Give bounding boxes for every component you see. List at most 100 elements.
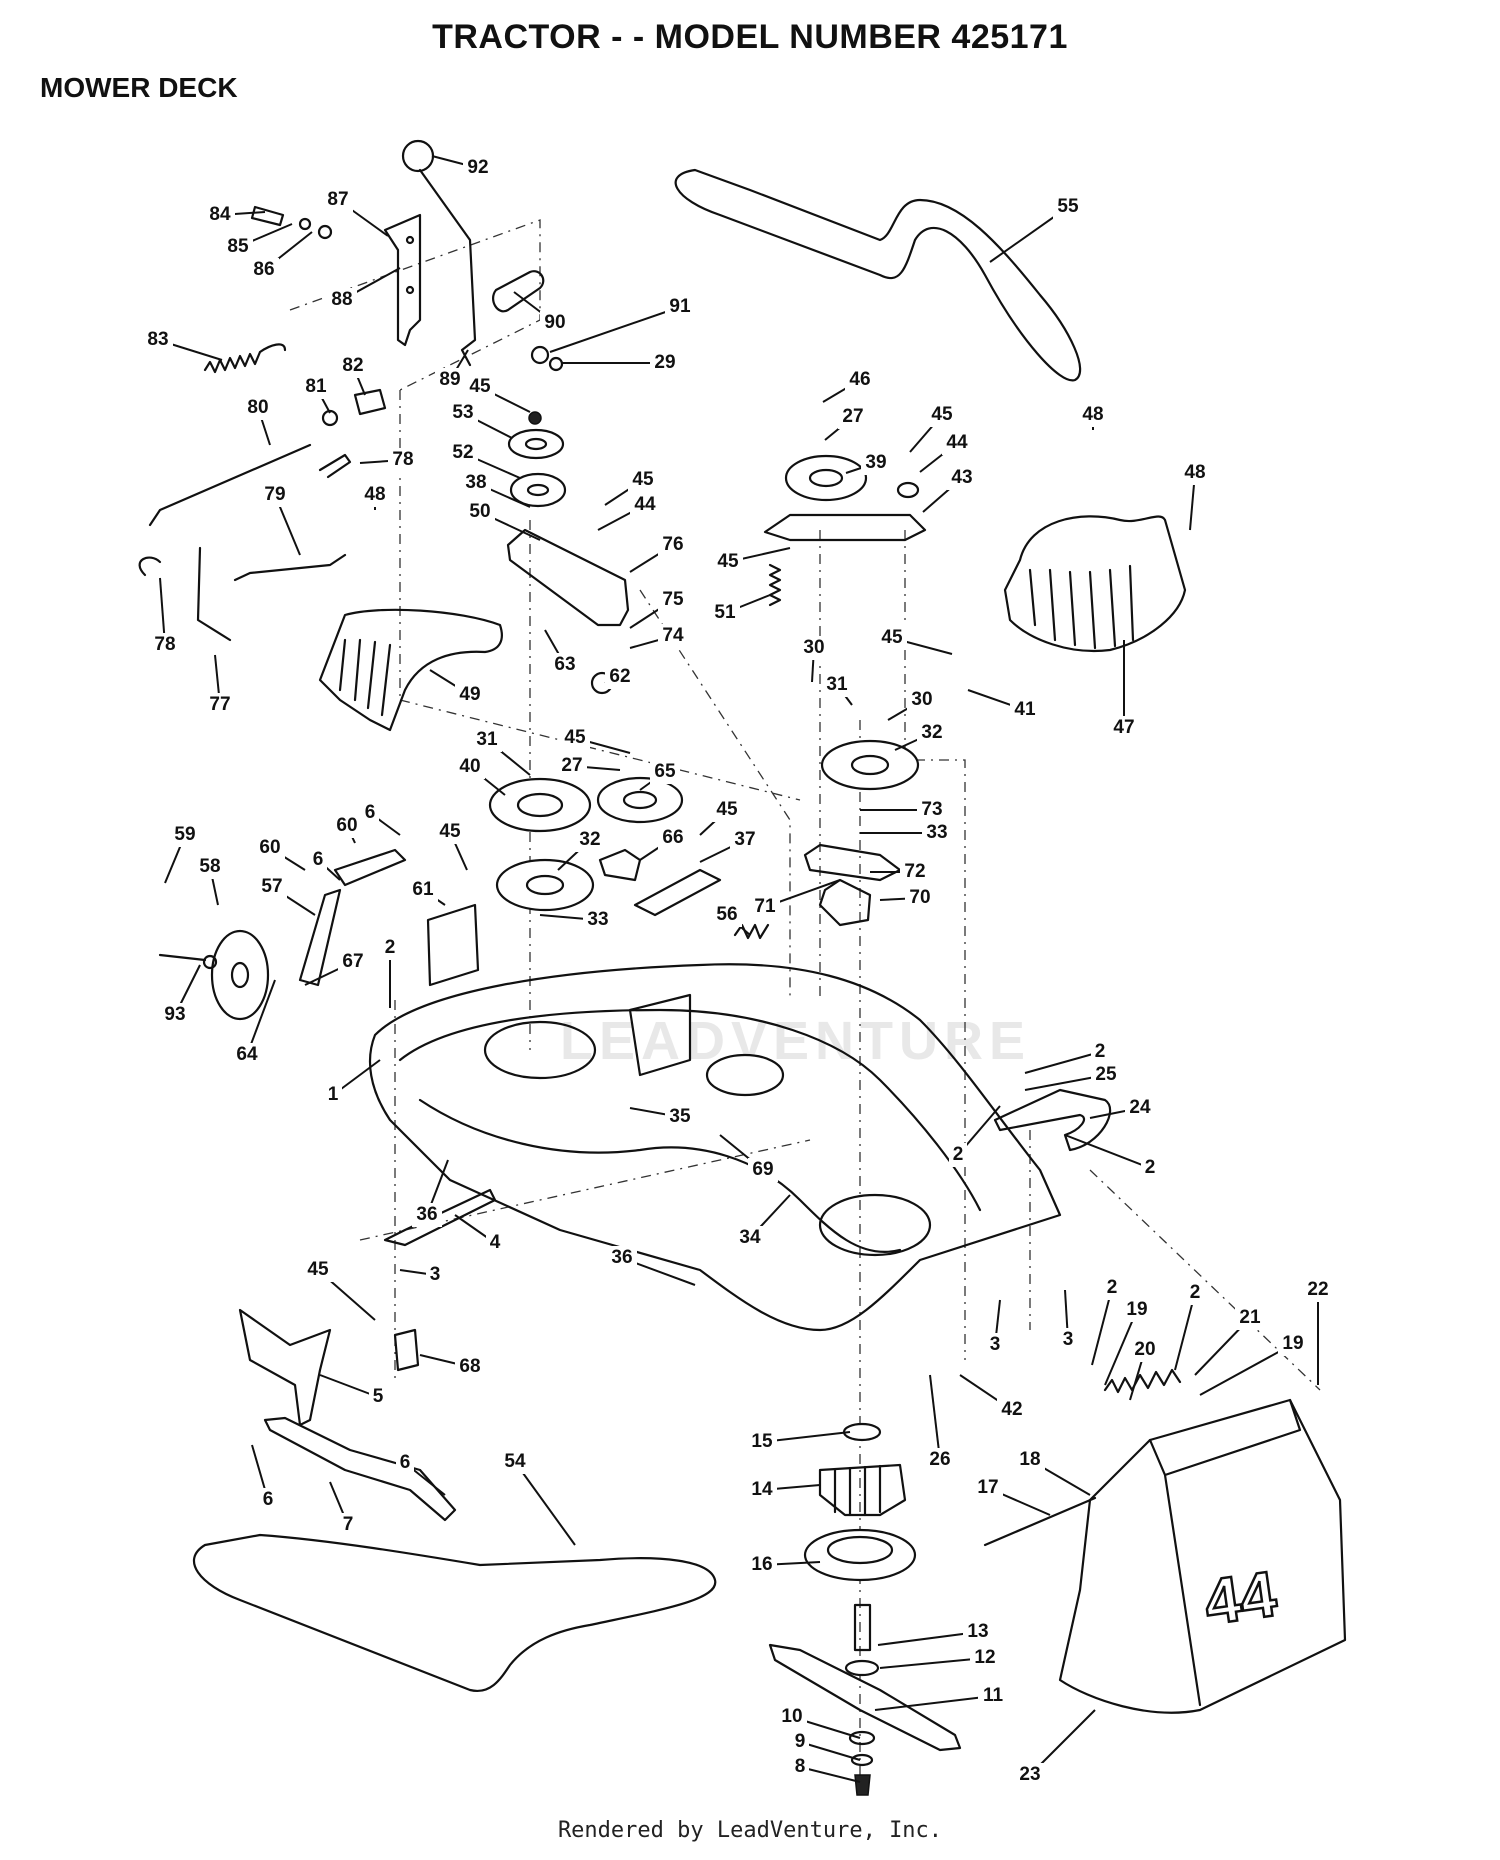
callout-number: 38 (465, 472, 486, 493)
callout-4: 4 (454, 1214, 504, 1255)
callout-number: 33 (926, 822, 947, 843)
callout-number-backdrop (1109, 716, 1139, 740)
callout-number-backdrop (223, 235, 253, 259)
callout-74: 74 (629, 624, 688, 649)
callout-number-backdrop (461, 471, 491, 495)
callout-number-backdrop (917, 721, 947, 745)
callout-number: 80 (247, 397, 268, 418)
callout-number: 2 (1145, 1157, 1156, 1178)
callout-number-backdrop (658, 533, 688, 557)
spring-83 (203, 343, 287, 374)
callout-number: 31 (826, 674, 848, 695)
callout-number-backdrop (750, 895, 780, 919)
callout-34: 34 (735, 1194, 791, 1250)
callout-42: 42 (959, 1374, 1027, 1422)
callout-61: 61 (408, 878, 446, 906)
callout-52: 52 (448, 441, 521, 479)
callout-number-backdrop (465, 375, 495, 399)
deck-housing-1-inner (398, 1008, 982, 1253)
callout-number-backdrop (327, 288, 357, 312)
callout-22: 22 (1303, 1278, 1333, 1385)
callout-number-backdrop (1053, 195, 1083, 219)
callout-69: 69 (719, 1134, 778, 1182)
callout-19: 19 (1104, 1298, 1152, 1386)
callout-number-backdrop (922, 821, 952, 845)
callout-number: 91 (669, 296, 691, 317)
pulley-65 (596, 776, 684, 824)
callout-leader-line (1174, 1292, 1196, 1371)
callout-number-backdrop (1091, 1040, 1109, 1064)
callout-83: 83 (143, 328, 223, 361)
callout-20: 20 (1129, 1338, 1160, 1401)
callout-3: 3 (1059, 1289, 1077, 1352)
callout-number: 46 (849, 369, 870, 390)
callout-number-backdrop (905, 886, 935, 910)
callout-number-backdrop (997, 1398, 1027, 1422)
callout-number: 4 (490, 1232, 501, 1253)
callout-63: 63 (544, 629, 580, 677)
callout-number: 62 (609, 666, 630, 687)
pulley-32-left-hub (525, 874, 565, 896)
callout-leader-line (877, 1631, 979, 1646)
callout-73: 73 (860, 798, 947, 822)
callout-number-backdrop (332, 814, 362, 838)
callout-leader-line (1064, 1134, 1151, 1169)
callout-49: 49 (429, 669, 485, 707)
callout-number-backdrop (1015, 1763, 1045, 1787)
clip-78a (318, 453, 352, 479)
callout-number-backdrop (747, 1430, 777, 1454)
callout-leader-line (1024, 1051, 1101, 1074)
callout-number: 86 (253, 259, 274, 280)
callout-leader-line (246, 979, 276, 1056)
callout-number-backdrop (500, 1450, 530, 1474)
callout-number-backdrop (195, 855, 225, 879)
pulley-40-hub (516, 792, 564, 818)
callout-number-backdrop (249, 258, 279, 282)
callout-43: 43 (922, 466, 977, 513)
callout-number: 47 (1113, 717, 1134, 738)
callout-25: 25 (1024, 1063, 1121, 1091)
callout-number: 89 (439, 369, 460, 390)
callout-number-backdrop (257, 875, 287, 899)
callout-45: 45 (909, 403, 957, 453)
adapter-12 (844, 1659, 880, 1677)
callout-leader-line (879, 1657, 986, 1669)
callout-number-backdrop (665, 1105, 695, 1129)
pulley-40 (488, 777, 592, 833)
callout-number: 6 (400, 1452, 411, 1473)
callout-6: 6 (251, 1444, 277, 1512)
washer-91 (530, 345, 550, 365)
callout-number-backdrop (150, 633, 180, 657)
callout-number-backdrop (205, 203, 235, 227)
callout-47: 47 (1109, 640, 1139, 740)
callout-number: 59 (174, 824, 195, 845)
callout-number-backdrop (160, 1003, 190, 1027)
callout-10: 10 (777, 1705, 861, 1739)
callout-48: 48 (1078, 403, 1108, 430)
callout-53: 53 (448, 401, 513, 439)
callout-number-backdrop (942, 431, 972, 455)
callout-45: 45 (465, 375, 531, 413)
callout-number-backdrop (465, 500, 495, 524)
callout-number: 93 (164, 1004, 185, 1025)
callout-number-backdrop (540, 311, 570, 335)
callout-number-backdrop (243, 396, 273, 420)
callout-number-backdrop (907, 688, 937, 712)
callout-number: 61 (412, 879, 434, 900)
callout-62: 62 (604, 665, 635, 689)
bolt-8 (854, 1774, 871, 1796)
belt-55 (674, 168, 1082, 382)
clip-78b (138, 556, 162, 577)
callout-64: 64 (232, 979, 276, 1067)
callout-number-backdrop (255, 836, 285, 860)
callout-81: 81 (301, 375, 331, 414)
callout-6: 6 (396, 1451, 446, 1496)
callout-number: 41 (1014, 699, 1036, 720)
callout-78: 78 (359, 448, 418, 472)
callout-number-backdrop (412, 1203, 442, 1227)
callout-44: 44 (919, 431, 972, 473)
link-4 (383, 1188, 497, 1247)
callout-number: 84 (209, 204, 231, 225)
callout-71: 71 (750, 879, 841, 919)
